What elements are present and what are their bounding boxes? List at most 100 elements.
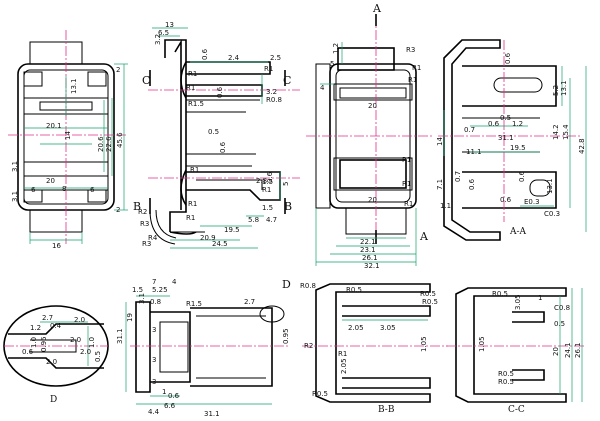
dim-text: 20 bbox=[368, 196, 377, 204]
dim-text: 0.6 bbox=[500, 196, 512, 204]
dim-text: 13.1 bbox=[546, 178, 554, 194]
dim-text: 5 bbox=[330, 60, 334, 68]
dim-text: 24.1 bbox=[564, 342, 572, 358]
dim-text: 2 bbox=[116, 66, 120, 74]
dim-text: 4.4 bbox=[148, 408, 160, 416]
dim-text: R0.5 bbox=[498, 370, 514, 378]
dim-text: R0.5 bbox=[422, 298, 438, 306]
dim-text: 20 bbox=[368, 102, 377, 110]
dim-text: R0.8 bbox=[266, 96, 282, 104]
dim-text: 2.5 bbox=[270, 54, 281, 62]
dim-text: 3.1 bbox=[11, 161, 19, 172]
dim-text: 1.0 bbox=[30, 337, 38, 348]
dim-text: 1.2 bbox=[512, 120, 523, 128]
dim-text: 3.2 bbox=[154, 34, 162, 45]
dim-text: 2.05 bbox=[340, 358, 348, 374]
dim-text: 20 bbox=[552, 347, 560, 356]
dim-text: 7 bbox=[152, 278, 156, 286]
section-aa: A-A 0.6 5.2 13.1 0.6 0.5 1.2 14 0.7 31.1… bbox=[436, 39, 587, 241]
dim-text: 32.1 bbox=[364, 262, 380, 270]
dim-text: 0.7 bbox=[454, 171, 462, 182]
dim-text: 2.0 bbox=[80, 348, 91, 356]
dim-text: 2.4 bbox=[228, 54, 240, 62]
dim-text: 3 bbox=[152, 326, 156, 334]
dim-text: 1.2 bbox=[30, 324, 41, 332]
dim-text: 13.1 bbox=[70, 78, 78, 94]
dim-text: 3 bbox=[152, 356, 156, 364]
dim-text: 0.5 bbox=[208, 128, 219, 136]
dim-text: R0.5 bbox=[498, 378, 514, 386]
dim-text: 3.1 bbox=[138, 293, 146, 304]
dim-text: 5.2 bbox=[552, 85, 560, 96]
dim-text: 2.05 bbox=[348, 324, 364, 332]
dim-text: R1 bbox=[262, 186, 271, 194]
dim-text: 0.5 bbox=[554, 320, 565, 328]
dim-text: 1 bbox=[538, 294, 542, 302]
section-cc: C-C R0.5 3.05 1 C0.8 0.5 1.05 20 24.1 26… bbox=[446, 287, 584, 415]
dim-text: R0.8 bbox=[300, 282, 316, 290]
dim-text: 0.6 bbox=[216, 86, 224, 98]
dim-text: R2 bbox=[138, 208, 147, 216]
dim-text: 5.8 bbox=[248, 216, 259, 224]
dim-text: R1 bbox=[412, 64, 421, 72]
dim-text: R1.5 bbox=[188, 100, 204, 108]
dim-text: 2.7 bbox=[244, 298, 255, 306]
dim-text: 0.6 bbox=[219, 141, 227, 153]
dim-text: 2.7 bbox=[42, 314, 53, 322]
dim-text: 0.6 bbox=[266, 171, 274, 183]
dim-text: R1 bbox=[338, 350, 347, 358]
dim-text: 23.1 bbox=[360, 246, 376, 254]
dim-text: C0.3 bbox=[544, 210, 560, 218]
dim-text: 0.95 bbox=[282, 328, 290, 344]
dim-text: 0.6 bbox=[22, 348, 34, 356]
dim-text: 1.1 bbox=[440, 202, 451, 210]
dim-text: R4 bbox=[148, 234, 158, 242]
dim-text: R1 bbox=[408, 76, 417, 84]
dim-text: 0.4 bbox=[50, 322, 62, 330]
dim-text: 1 bbox=[162, 388, 166, 396]
dim-text: C0.8 bbox=[554, 304, 570, 312]
cut-label: A bbox=[372, 2, 382, 15]
dim-text: 0.6 bbox=[488, 120, 500, 128]
dim-text: 0.95 bbox=[40, 336, 48, 352]
side-view: C C B B 13 6.5 3.2 0.6 2.4 2.5 R1 R1 R1 … bbox=[133, 21, 300, 249]
dim-text: 19 bbox=[126, 313, 134, 322]
dim-text: 0.6 bbox=[468, 178, 476, 190]
dim-text: 14 bbox=[436, 137, 444, 146]
dim-text: 4.7 bbox=[266, 216, 277, 224]
dim-text: 1.0 bbox=[88, 337, 96, 348]
dim-text: 6.6 bbox=[164, 402, 176, 410]
dim-text: R0.5 bbox=[346, 286, 362, 294]
dim-text: R3 bbox=[142, 240, 151, 248]
dim-text: 1.5 bbox=[262, 204, 273, 212]
dim-text: 45.6 bbox=[116, 132, 124, 148]
dim-text: 1.05 bbox=[478, 336, 486, 352]
dim-text: 20.9 bbox=[200, 234, 216, 242]
view-title: C-C bbox=[508, 405, 525, 415]
cut-label: A bbox=[419, 230, 429, 243]
dim-text: 5.25 bbox=[152, 286, 168, 294]
dim-text: 4 bbox=[320, 84, 325, 92]
dim-text: 20.1 bbox=[46, 122, 62, 130]
front-view: 13.1 20.1 14 20.6 22.6 45.6 2 2 20 6 6 3… bbox=[8, 30, 128, 250]
dim-text: 1.5 bbox=[262, 178, 273, 186]
dim-text: 19.5 bbox=[224, 226, 240, 234]
dim-text: R0.5 bbox=[312, 390, 328, 398]
dim-text: 6.5 bbox=[158, 29, 169, 37]
dim-text: 22.1 bbox=[360, 238, 376, 246]
dim-text: 14.2 bbox=[552, 124, 560, 140]
dim-text: 4 bbox=[172, 278, 177, 286]
dim-text: 0.5 bbox=[94, 351, 102, 362]
dim-text: R1.5 bbox=[186, 300, 202, 308]
dim-text: R1 bbox=[402, 156, 411, 164]
cut-label: C bbox=[142, 74, 150, 87]
dim-text: 1.2 bbox=[332, 43, 340, 54]
dim-text: 0.5 bbox=[500, 114, 511, 122]
dim-text: 3.1 bbox=[11, 191, 19, 202]
dim-text: R3 bbox=[140, 220, 149, 228]
dim-text: 42.8 bbox=[578, 138, 586, 154]
dim-text: R1 bbox=[190, 166, 199, 174]
dim-text: 6 bbox=[31, 186, 36, 194]
dim-text: 0.8 bbox=[150, 298, 161, 306]
